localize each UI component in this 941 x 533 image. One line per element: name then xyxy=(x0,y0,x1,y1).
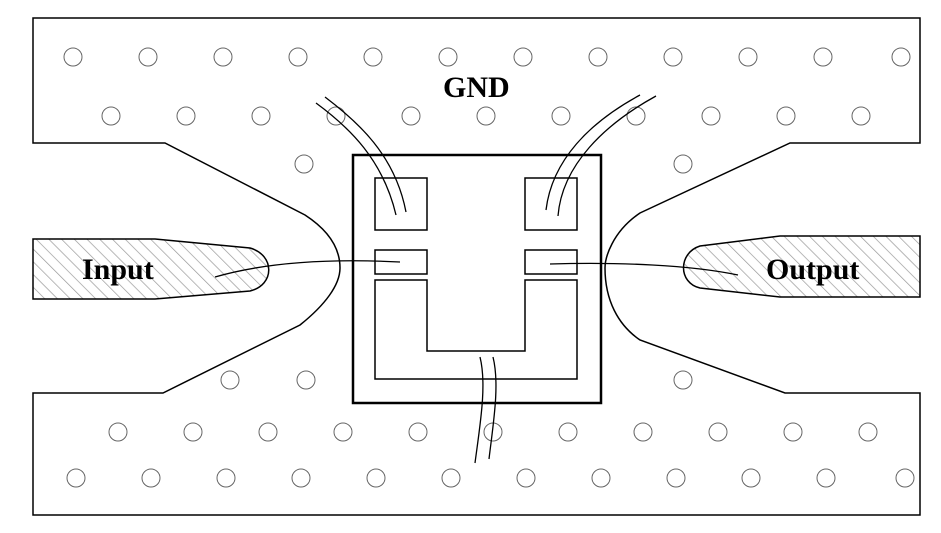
via-hole xyxy=(813,47,833,67)
via-hole xyxy=(441,468,461,488)
gnd-label: GND xyxy=(443,71,510,104)
chip-u-ground xyxy=(374,279,578,380)
via-hole xyxy=(363,47,383,67)
input-label: Input xyxy=(82,253,154,286)
via-hole xyxy=(816,468,836,488)
via-hole xyxy=(66,468,86,488)
via-hole xyxy=(741,468,761,488)
via-hole xyxy=(108,422,128,442)
via-hole xyxy=(176,106,196,126)
via-hole xyxy=(288,47,308,67)
via-hole xyxy=(626,106,646,126)
via-hole xyxy=(101,106,121,126)
via-hole xyxy=(895,468,915,488)
via-hole xyxy=(673,154,693,174)
via-hole xyxy=(291,468,311,488)
via-hole xyxy=(738,47,758,67)
via-hole xyxy=(783,422,803,442)
via-hole xyxy=(633,422,653,442)
via-hole xyxy=(673,370,693,390)
via-hole xyxy=(63,47,83,67)
via-hole xyxy=(138,47,158,67)
via-hole xyxy=(551,106,571,126)
via-hole xyxy=(408,422,428,442)
via-hole xyxy=(141,468,161,488)
via-hole xyxy=(891,47,911,67)
via-hole xyxy=(776,106,796,126)
via-hole xyxy=(591,468,611,488)
via-hole xyxy=(333,422,353,442)
via-hole xyxy=(251,106,271,126)
via-hole xyxy=(294,154,314,174)
via-hole xyxy=(851,106,871,126)
via-hole xyxy=(326,106,346,126)
via-hole xyxy=(663,47,683,67)
via-hole xyxy=(366,468,386,488)
via-hole xyxy=(858,422,878,442)
chip-input-pad xyxy=(374,249,428,275)
via-hole xyxy=(438,47,458,67)
output-pad xyxy=(682,235,921,298)
via-hole xyxy=(401,106,421,126)
input-pad xyxy=(32,238,270,300)
via-hole xyxy=(220,370,240,390)
via-hole xyxy=(476,106,496,126)
via-hole xyxy=(513,47,533,67)
output-label: Output xyxy=(766,253,859,286)
via-hole xyxy=(666,468,686,488)
via-hole xyxy=(296,370,316,390)
chip-output-pad xyxy=(524,249,578,275)
bond-wires xyxy=(214,94,739,464)
via-hole xyxy=(216,468,236,488)
chip-gnd-pad-left xyxy=(374,177,428,231)
via-hole xyxy=(258,422,278,442)
via-hole xyxy=(588,47,608,67)
via-hole xyxy=(213,47,233,67)
via-hole xyxy=(708,422,728,442)
via-hole xyxy=(183,422,203,442)
via-hole xyxy=(558,422,578,442)
via-hole xyxy=(701,106,721,126)
via-hole xyxy=(516,468,536,488)
